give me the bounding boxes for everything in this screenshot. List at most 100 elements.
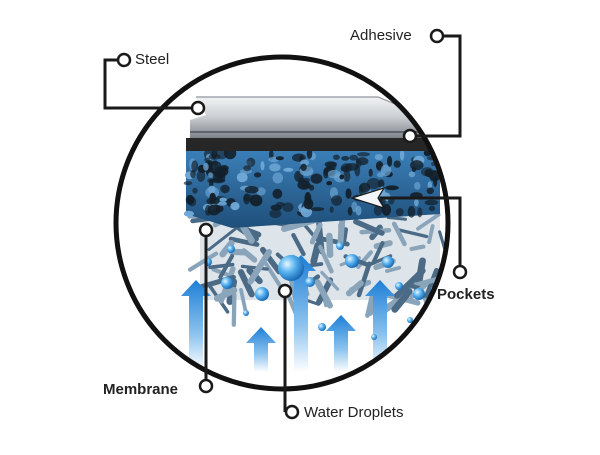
pocket-cell [328,170,341,179]
pocket-cell [206,198,219,205]
pocket-cell [330,206,334,212]
adhesive-callout-line [410,36,460,136]
pockets-label: Pockets [437,286,495,304]
water-droplet [318,323,326,331]
adhesive-hollow-circle-icon [431,30,443,42]
pocket-cell [385,185,399,190]
pocket-cell [237,173,248,183]
adhesive-label: Adhesive [350,27,412,45]
water-droplet [227,245,235,253]
water-droplet [255,287,269,301]
pocket-cell [311,207,325,211]
pocket-cell [394,160,401,167]
pocket-cell [261,161,265,170]
pocket-cell [184,211,194,217]
steel-hollow-circle-icon [118,54,130,66]
pocket-cell [192,188,197,194]
water-droplet [345,254,359,268]
pocket-cell [357,152,370,156]
water-droplet [243,310,249,316]
pocket-cell [184,181,193,185]
adhesive-end-hollow-circle-icon [404,130,416,142]
pocket-cell [377,172,384,177]
water-droplets-end-hollow-circle-icon [279,285,291,297]
membrane-fiber [329,236,330,255]
pocket-cell [417,207,422,217]
pocket-cell [203,163,209,171]
pocket-cell [325,161,337,167]
membrane-fiber [388,218,405,220]
membrane-fiber [234,294,235,324]
water-droplet [413,288,425,300]
pocket-cell [204,158,210,162]
pocket-cell [369,169,373,177]
pocket-cell [345,163,359,171]
pocket-cell [210,161,222,170]
pocket-cell [220,198,227,202]
membrane-hollow-circle-icon [200,380,212,392]
pockets-layer [184,147,441,228]
pocket-cell [396,208,404,216]
membrane-fiber [314,245,318,261]
water-droplet [382,256,394,268]
pocket-cell [188,197,196,207]
pocket-cell [208,172,213,177]
water-droplet [221,277,233,289]
pocket-cell [387,156,392,167]
pocket-cell [220,185,229,193]
pocket-cell [356,206,362,216]
pocket-cell [207,205,220,216]
up-arrow-icon [246,327,276,372]
pocket-cell [348,207,353,216]
pocket-cell [341,156,349,161]
up-arrow-icon [326,315,356,372]
pocket-cell [408,206,416,218]
pocket-cell [276,156,284,160]
pocket-cell [326,181,332,185]
pocket-cell [245,186,259,193]
pocket-cell [331,195,342,206]
pocket-cell [359,183,370,193]
pocket-cell [302,178,310,183]
pocket-cell [243,194,253,201]
pocket-cell [409,171,415,177]
pocket-cell [230,202,239,210]
pocket-cell [301,184,312,189]
pocket-cell [283,168,293,172]
pocket-cell [299,208,310,213]
water-droplet [425,307,439,321]
steel-end-hollow-circle-icon [192,102,204,114]
up-arrow-icon [410,325,440,372]
pocket-cell [428,181,432,188]
pocket-cell [209,154,221,160]
water-droplet [278,255,304,281]
pocket-cell [429,206,435,211]
pocket-cell [247,158,256,167]
pocket-cell [414,199,419,207]
pocket-cell [269,163,280,171]
pocket-cell [427,188,434,195]
pocket-cell [254,172,261,177]
pocket-cell [301,164,307,171]
pocket-cell [311,174,323,184]
pocket-cell [433,176,437,187]
pocket-cell [190,170,195,178]
steel-label: Steel [135,51,169,69]
water-droplet [371,334,377,340]
membrane-fiber [412,247,424,249]
membrane-label: Membrane [103,381,178,399]
pocket-cell [346,188,352,198]
pocket-cell [273,173,284,184]
water-droplet [305,277,315,287]
pocket-cell [414,182,420,190]
pocket-cell [333,155,340,160]
pocket-cell [304,198,314,209]
membrane-end-hollow-circle-icon [200,224,212,236]
water-droplets-label: Water Droplets [304,404,403,422]
water-droplet [395,282,403,290]
pocket-cell [276,202,285,207]
pocket-cell [273,189,283,199]
pocket-cell [425,200,438,206]
